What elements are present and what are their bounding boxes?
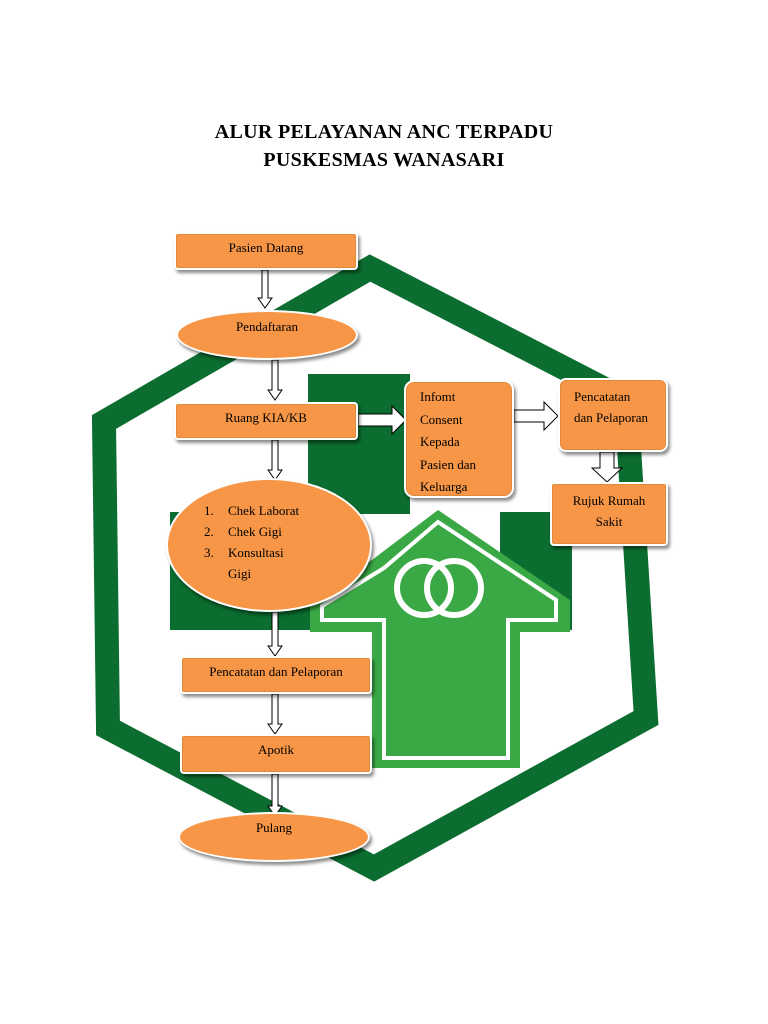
node-pencatatan-pelaporan-label: Pencatatan dan Pelaporan	[209, 664, 343, 679]
arrow-right-1	[357, 404, 407, 436]
pencatatan-right-text: Pencatatan dan Pelaporan	[574, 389, 649, 425]
node-pencatatan-pelaporan: Pencatatan dan Pelaporan	[180, 656, 372, 694]
node-ruang-kia-kb-label: Ruang KIA/KB	[225, 410, 307, 425]
logo-ring-right	[424, 558, 484, 618]
arrow-down-4	[267, 611, 283, 657]
arrow-down-3	[267, 439, 283, 481]
node-pasien-datang: Pasien Datang	[174, 232, 358, 270]
node-ruang-kia-kb: Ruang KIA/KB	[174, 402, 358, 440]
arrow-down-2	[267, 359, 283, 401]
check-item: 3.Konsultasi	[204, 545, 284, 560]
node-informed-consent: Infomt Consent Kepada Pasien dan Keluarg…	[404, 380, 514, 498]
node-pulang-label: Pulang	[255, 820, 293, 835]
page-title-line1: ALUR PELAYANAN ANC TERPADU	[214, 121, 554, 143]
logo-house-inner	[320, 519, 558, 760]
arrow-right-2	[513, 400, 559, 432]
node-pendaftaran: Pendaftaran	[176, 310, 358, 360]
informed-consent-text: Infomt Consent Kepada Pasien dan Keluarg…	[420, 389, 476, 494]
arrow-down-6	[267, 773, 283, 817]
arrow-down-1	[257, 269, 273, 309]
page-title-line2: PUSKESMAS WANASARI	[263, 149, 505, 171]
node-checks: 1.Chek Laborat 2.Chek Gigi 3.Konsultasi …	[166, 478, 372, 612]
node-apotik: Apotik	[180, 734, 372, 774]
node-pasien-datang-label: Pasien Datang	[228, 240, 304, 255]
arrow-down-5	[267, 693, 283, 735]
checks-list: 1.Chek Laborat 2.Chek Gigi 3.Konsultasi …	[168, 500, 370, 584]
arrow-down-rujuk	[590, 451, 624, 483]
logo-ring-left	[394, 558, 454, 618]
check-item: 1.Chek Laborat	[204, 503, 300, 518]
rujuk-text: Rujuk Rumah Sakit	[572, 493, 646, 529]
node-pulang: Pulang	[178, 812, 370, 862]
node-pencatatan-right: Pencatatan dan Pelaporan	[558, 378, 668, 452]
node-pendaftaran-label: Pendaftaran	[235, 319, 299, 334]
check-item: 2.Chek Gigi	[204, 524, 282, 539]
node-rujuk-rumah-sakit: Rujuk Rumah Sakit	[550, 482, 668, 546]
node-apotik-label: Apotik	[257, 742, 295, 757]
check-item: Gigi	[228, 566, 252, 581]
